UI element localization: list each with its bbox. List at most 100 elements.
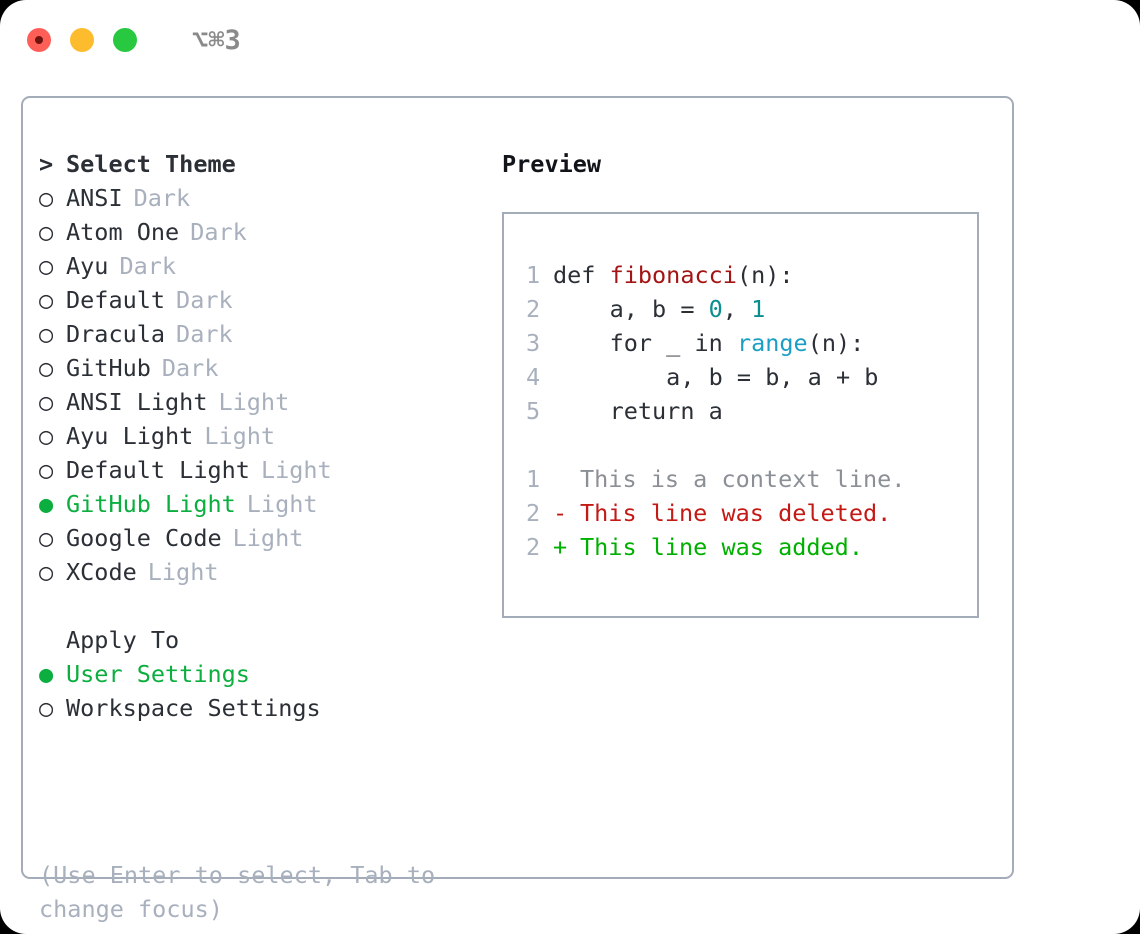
code-line-number: 3 [526, 329, 541, 357]
apply-to-option-label: User Settings [66, 660, 250, 688]
diff-sign-add: + [553, 533, 568, 561]
traffic-lights [27, 28, 137, 52]
radio-selected-icon: ● [39, 490, 54, 518]
theme-variant-badge: Light [260, 456, 332, 484]
list-spacer [39, 589, 479, 623]
theme-variant-badge: Dark [176, 286, 233, 314]
apply-to-option[interactable]: ● User Settings [39, 657, 479, 691]
apply-to-marker-slot [39, 623, 66, 657]
theme-name: Atom One [66, 218, 180, 246]
theme-name: GitHub Light [66, 490, 236, 518]
maximize-button[interactable] [113, 28, 137, 52]
theme-variant-badge: Dark [119, 252, 177, 280]
close-button[interactable] [27, 28, 51, 52]
theme-name: Default [66, 286, 166, 314]
theme-variant-badge: Light [147, 558, 219, 586]
radio-unselected-icon: ○ [39, 286, 54, 314]
radio-unselected-icon: ○ [39, 354, 54, 382]
code-line: 5 return a [504, 394, 977, 428]
apply-to-heading: Apply To [39, 623, 479, 657]
theme-variant-badge: Light [218, 388, 290, 416]
diff-line-text: This is a context line. [580, 465, 906, 493]
diff-line-text: This line was deleted. [580, 499, 892, 527]
title-bar: ⌥⌘3 [0, 0, 1140, 80]
theme-list-item[interactable]: ○ Default Dark [39, 283, 479, 317]
theme-name: Ayu [66, 252, 109, 280]
code-line-number: 1 [526, 261, 541, 289]
code-token-plain: for _ in [553, 329, 737, 357]
focus-caret-icon: > [39, 150, 54, 178]
diff-line-number: 2 [526, 499, 541, 527]
theme-variant-badge: Dark [176, 320, 233, 348]
code-line-content: a, b = b, a + b [553, 360, 878, 394]
theme-list-item[interactable]: ○ Dracula Dark [39, 317, 479, 351]
code-line: 1 def fibonacci(n): [504, 258, 977, 292]
theme-name: GitHub [66, 354, 151, 382]
radio-unselected-icon: ○ [39, 320, 54, 348]
theme-name: Dracula [66, 320, 166, 348]
keyboard-shortcut-label: ⌥⌘3 [192, 24, 241, 56]
code-token-plain: (n): [807, 329, 865, 357]
theme-name: XCode [66, 558, 137, 586]
apply-to-option[interactable]: ○Workspace Settings [39, 691, 479, 725]
theme-name: Ayu Light [66, 422, 194, 450]
code-line-content: return a [553, 394, 723, 428]
diff-line-number: 2 [526, 533, 541, 561]
diff-line-text: This line was added. [580, 533, 863, 561]
code-token-plain: return a [553, 397, 723, 425]
code-line-content: def fibonacci(n): [553, 258, 794, 292]
diff-sign-del: - [553, 499, 568, 527]
radio-selected-icon: ● [39, 660, 54, 688]
diff-sample: 1 This is a context line. 2-This line was… [504, 462, 977, 564]
radio-unselected-icon: ○ [39, 218, 54, 246]
apply-to-option-label: Workspace Settings [66, 694, 321, 722]
theme-variant-badge: Dark [190, 218, 247, 246]
code-token-plain: a, b = b, a + b [553, 363, 879, 391]
code-line: 3 for _ in range(n): [504, 326, 977, 360]
code-token-plain: (n): [736, 261, 794, 289]
theme-variant-badge: Dark [133, 184, 191, 212]
code-token-plain: , [722, 295, 752, 323]
diff-line: 2 + This line was added. [504, 530, 977, 564]
code-token-num: 0 [708, 295, 723, 323]
code-token-plain: a, b = [553, 295, 709, 323]
minimize-button[interactable] [70, 28, 94, 52]
theme-name: ANSI Light [66, 388, 208, 416]
preview-title: Preview [502, 150, 602, 178]
theme-list-item[interactable]: ○ Atom One Dark [39, 215, 479, 249]
code-token-builtin: range [736, 329, 808, 357]
code-line-content: a, b = 0, 1 [553, 292, 766, 326]
code-line-number: 2 [526, 295, 541, 323]
diff-line-number: 1 [526, 465, 541, 493]
code-token-plain: def [553, 261, 610, 289]
code-line-number: 5 [526, 397, 541, 425]
theme-variant-badge: Light [232, 524, 304, 552]
select-theme-heading: > Select Theme [39, 147, 479, 181]
diff-sign-ctx [553, 462, 580, 496]
theme-variant-badge: Dark [161, 354, 219, 382]
keyboard-hint-text: (Use Enter to select, Tab to change focu… [39, 861, 450, 923]
radio-unselected-icon: ○ [39, 422, 54, 450]
theme-name: Default Light [66, 456, 250, 484]
code-line: 2 a, b = 0, 1 [504, 292, 977, 326]
theme-name: ANSI [66, 184, 123, 212]
theme-list-item[interactable]: ○ GitHub Dark [39, 351, 479, 385]
radio-unselected-icon: ○ [39, 524, 54, 552]
code-blank-line [504, 428, 977, 462]
